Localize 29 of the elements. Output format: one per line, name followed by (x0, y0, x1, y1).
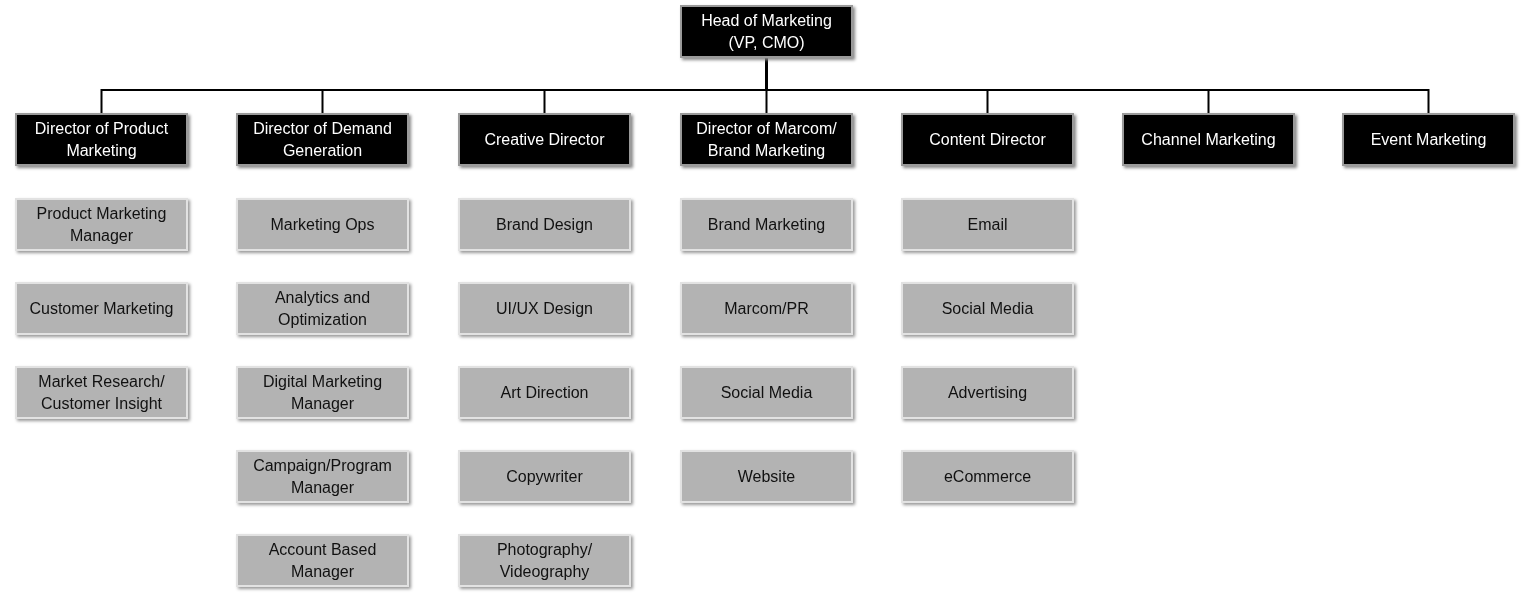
title-box: Channel Marketing (1122, 113, 1295, 166)
role-box: Customer Marketing (15, 282, 188, 335)
role-box: Photography/ Videography (458, 534, 631, 587)
title-box: Director of Demand Generation (236, 113, 409, 166)
role-box: Copywriter (458, 450, 631, 503)
title-box: Head of Marketing (VP, CMO) (680, 5, 853, 58)
role-box: Digital Marketing Manager (236, 366, 409, 419)
role-box: Marketing Ops (236, 198, 409, 251)
role-box: Analytics and Optimization (236, 282, 409, 335)
role-box: Website (680, 450, 853, 503)
role-box: Social Media (901, 282, 1074, 335)
title-box: Director of Product Marketing (15, 113, 188, 166)
title-box: Event Marketing (1342, 113, 1515, 166)
role-box: Market Research/ Customer Insight (15, 366, 188, 419)
role-box: Account Based Manager (236, 534, 409, 587)
title-box: Content Director (901, 113, 1074, 166)
role-box: Brand Marketing (680, 198, 853, 251)
role-box: Advertising (901, 366, 1074, 419)
role-box: UI/UX Design (458, 282, 631, 335)
role-box: Brand Design (458, 198, 631, 251)
title-box: Creative Director (458, 113, 631, 166)
role-box: Art Direction (458, 366, 631, 419)
role-box: eCommerce (901, 450, 1074, 503)
role-box: Email (901, 198, 1074, 251)
role-box: Social Media (680, 366, 853, 419)
role-box: Product Marketing Manager (15, 198, 188, 251)
role-box: Marcom/PR (680, 282, 853, 335)
role-box: Campaign/Program Manager (236, 450, 409, 503)
title-box: Director of Marcom/ Brand Marketing (680, 113, 853, 166)
